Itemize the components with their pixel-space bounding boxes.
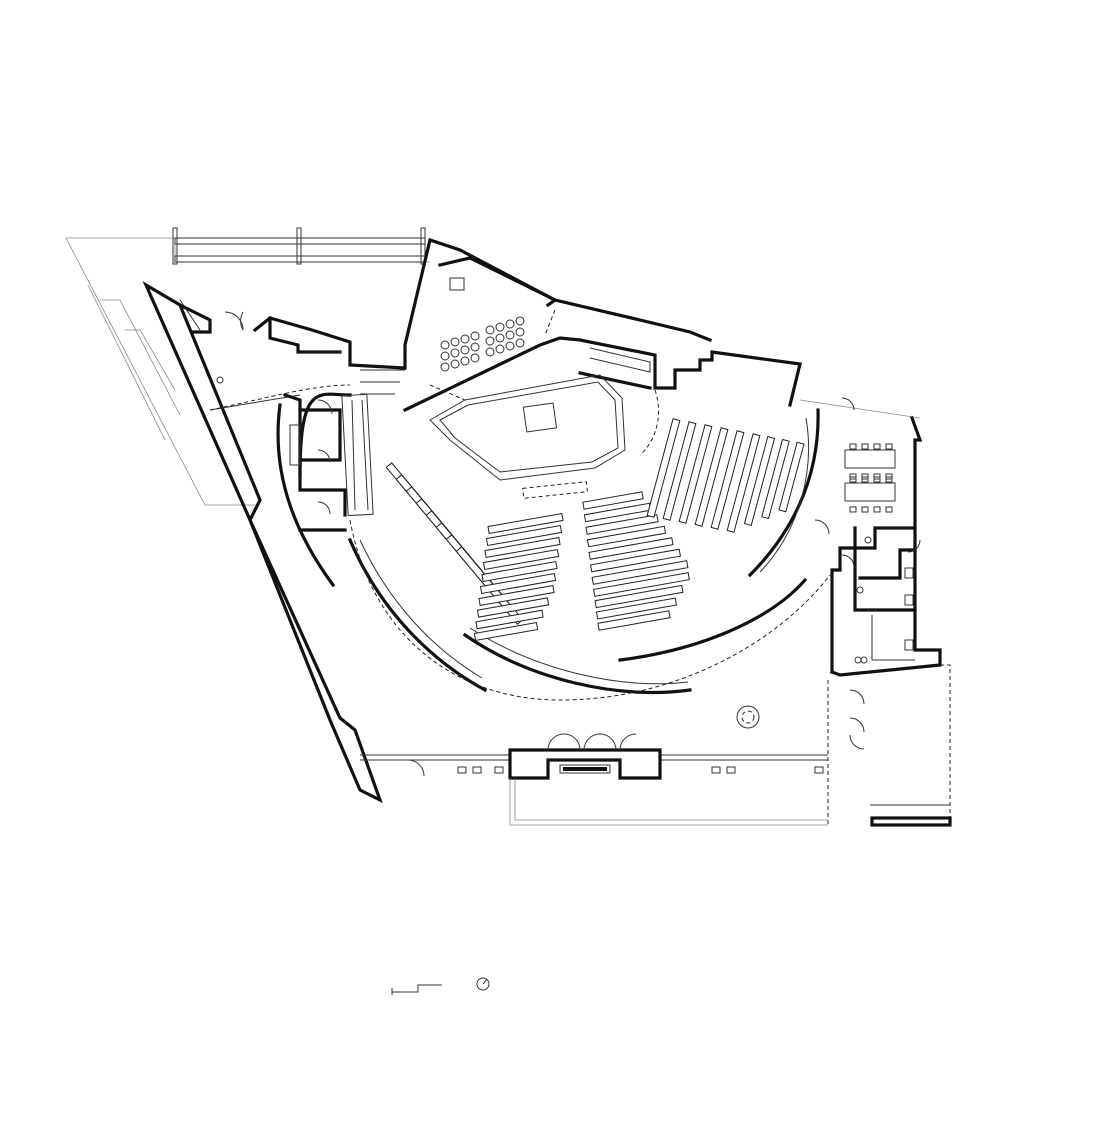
north-arrow-icon	[476, 977, 490, 991]
chair	[849, 443, 857, 450]
pew	[485, 524, 563, 547]
chair	[440, 351, 450, 361]
chair	[440, 340, 450, 350]
pew	[475, 609, 544, 630]
pew	[589, 548, 682, 573]
northwest-block	[177, 237, 713, 411]
southeast-canopy	[827, 664, 952, 827]
east-rooms	[799, 397, 942, 677]
site-outline	[65, 237, 430, 506]
pew	[662, 421, 697, 521]
pew	[593, 572, 690, 597]
chair	[505, 341, 515, 351]
pew	[594, 584, 684, 609]
pew	[761, 438, 790, 520]
chair	[505, 330, 515, 340]
chair	[450, 337, 460, 347]
pews-center-block	[473, 491, 690, 641]
chair	[861, 476, 869, 483]
pew	[595, 597, 678, 620]
chapel-table	[449, 277, 465, 291]
railing	[172, 227, 426, 265]
chair	[440, 362, 450, 372]
chair	[495, 344, 505, 354]
chair	[495, 333, 505, 343]
chair	[485, 336, 495, 346]
chair	[861, 506, 869, 513]
pew	[476, 597, 550, 618]
chair	[849, 506, 857, 513]
chair	[515, 338, 525, 348]
chair	[450, 348, 460, 358]
altar-platform	[429, 374, 626, 499]
chair	[470, 342, 480, 352]
pews-right-block	[646, 418, 805, 533]
chair	[485, 325, 495, 335]
west-wall	[142, 281, 383, 804]
pew	[484, 536, 561, 559]
pew	[479, 572, 557, 595]
pew	[586, 525, 667, 548]
chair	[515, 316, 525, 326]
pew	[478, 584, 555, 607]
chair	[885, 506, 893, 513]
sanctuary-walls	[209, 384, 831, 701]
chair	[460, 356, 470, 366]
chair	[515, 327, 525, 337]
chair	[460, 345, 470, 355]
chair	[450, 359, 460, 369]
pew	[678, 424, 713, 524]
pew	[778, 441, 805, 513]
pew	[591, 560, 689, 585]
chair	[495, 322, 505, 332]
chair	[861, 443, 869, 450]
pew	[597, 610, 671, 631]
chair	[849, 476, 857, 483]
pew	[473, 622, 539, 641]
pew	[487, 512, 564, 535]
pew	[585, 514, 659, 535]
chair	[873, 506, 881, 513]
chapel-chairs	[440, 316, 525, 372]
chair	[873, 443, 881, 450]
pew	[646, 418, 681, 518]
chair	[885, 443, 893, 450]
chair	[505, 319, 515, 329]
west-rooms	[282, 392, 374, 532]
chair	[885, 476, 893, 483]
chair	[470, 353, 480, 363]
pew	[710, 430, 745, 530]
pew	[582, 491, 644, 510]
chair	[470, 331, 480, 341]
north-wing	[360, 256, 802, 413]
pew	[588, 537, 674, 560]
chair	[485, 347, 495, 357]
chair	[873, 476, 881, 483]
pew	[481, 560, 558, 583]
scale-bar-icon	[391, 984, 442, 995]
pew	[743, 436, 776, 526]
pew	[482, 548, 560, 571]
pew	[694, 427, 729, 527]
chair	[460, 334, 470, 344]
pew	[726, 433, 761, 533]
south-facade	[360, 705, 828, 826]
